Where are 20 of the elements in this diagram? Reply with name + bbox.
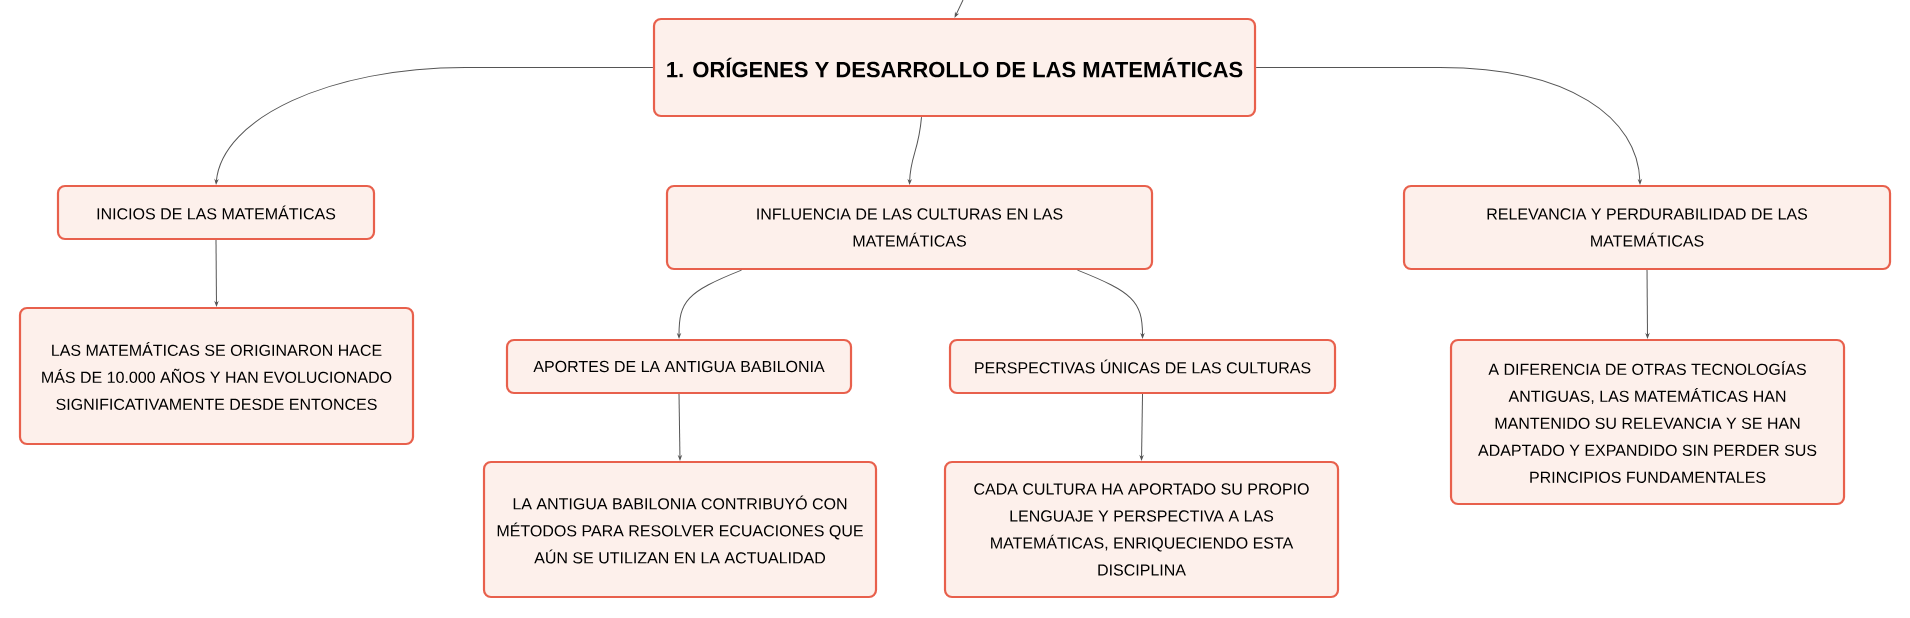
connector-arrow xyxy=(214,67,654,184)
topic-box: PERSPECTIVAS ÚNICAS DE LAS CULTURAS xyxy=(948,338,1337,395)
description-box: CADA CULTURA HA APORTADO SU PROPIO LENGUAJE Y PERSPECTIVA A LAS MATEMÁTICAS, ENRIQUECIENDO ESTA DISCIPLINA xyxy=(943,460,1340,599)
description-box: LA ANTIGUA BABILONIA CONTRIBUYÓ CON MÉTODOS PARA RESOLVER ECUACIONES QUE AÚN SE UTILIZAN EN LA ACTUALIDAD xyxy=(482,460,878,599)
topic-box: APORTES DE LA ANTIGUA BABILONIA xyxy=(505,338,853,395)
connector-arrow xyxy=(1139,393,1144,460)
connector-arrow xyxy=(214,239,219,306)
connector-arrow xyxy=(678,393,682,460)
connector-arrow xyxy=(1077,269,1145,338)
connector-arrow xyxy=(1255,67,1642,184)
topic-box: INICIOS DE LAS MATEMÁTICAS xyxy=(56,184,376,241)
description-box: LAS MATEMÁTICAS SE ORIGINARON HACE MÁS DE 10.000 AÑOS Y HAN EVOLUCIONADO SIGNIFICATIVAMENTE DESDE ENTONCES xyxy=(18,306,415,446)
connector-arrow xyxy=(1645,269,1650,338)
connector-arrow xyxy=(908,116,922,184)
topic-box: RELEVANCIA Y PERDURABILIDAD DE LAS MATEMÁTICAS xyxy=(1402,184,1892,271)
main-topic-box: 1. ORÍGENES Y DESARROLLO DE LAS MATEMÁTICAS xyxy=(652,17,1257,118)
connector-arrow xyxy=(954,0,964,18)
topic-box: INFLUENCIA DE LAS CULTURAS EN LAS MATEMÁTICAS xyxy=(665,184,1154,271)
description-box: A DIFERENCIA DE OTRAS TECNOLOGÍAS ANTIGUAS, LAS MATEMÁTICAS HAN MANTENIDO SU RELEVANCIA Y SE HAN ADAPTADO Y EXPANDIDO SIN PERDER SUS PRINCIPIOS FUNDAMENTALES xyxy=(1449,338,1846,506)
connector-arrow xyxy=(677,269,742,338)
